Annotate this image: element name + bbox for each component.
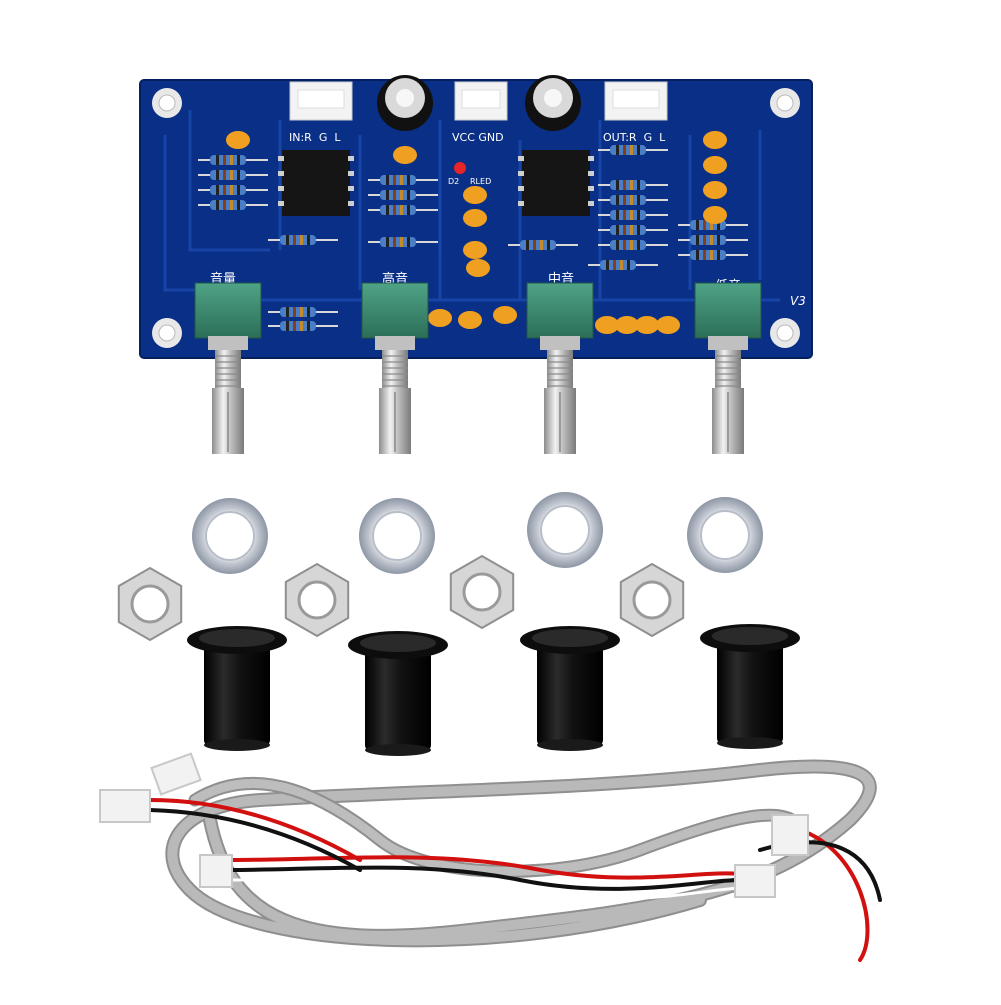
potentiometer-bass	[694, 282, 762, 454]
knob-cap	[348, 631, 448, 756]
resistor	[598, 210, 668, 220]
resistor	[198, 155, 268, 165]
washer	[527, 492, 603, 568]
hex-nut	[284, 562, 350, 638]
ceramic-capacitor	[656, 316, 680, 334]
knob-cap	[520, 626, 620, 751]
ceramic-capacitor	[635, 316, 659, 334]
output-connector	[604, 81, 668, 121]
ceramic-capacitor	[463, 186, 487, 204]
resistor	[198, 200, 268, 210]
resistor	[598, 195, 668, 205]
ceramic-capacitor	[703, 206, 727, 224]
pcb-board: IN:R G L VCC GND OUT:R G L V3 D2 RLED 音量…	[139, 75, 813, 454]
ceramic-capacitor	[226, 131, 250, 149]
led-indicator	[454, 162, 466, 174]
wire-harness	[99, 752, 882, 962]
hex-nut-set	[117, 554, 685, 642]
resistor	[198, 170, 268, 180]
ceramic-capacitor	[463, 241, 487, 259]
led-label: D2	[448, 177, 459, 186]
resistor	[368, 175, 438, 185]
power-connector	[454, 81, 508, 121]
resistor	[598, 225, 668, 235]
resistor	[588, 260, 658, 270]
power-label: VCC GND	[452, 131, 504, 144]
resistor	[268, 307, 338, 317]
op-amp-chip	[518, 150, 594, 216]
resistor	[368, 190, 438, 200]
resistor	[508, 240, 578, 250]
led-ref-label: RLED	[470, 177, 491, 186]
mounting-hole	[152, 88, 800, 348]
electrolytic-capacitor	[525, 75, 581, 131]
knob-cap	[700, 624, 800, 749]
washer	[687, 497, 763, 573]
washer	[359, 498, 435, 574]
ceramic-capacitor	[428, 309, 452, 327]
ceramic-capacitor	[493, 306, 517, 324]
ceramic-capacitor	[703, 131, 727, 149]
input-connector	[289, 81, 353, 121]
resistor	[598, 145, 668, 155]
resistor	[598, 240, 668, 250]
potentiometer-treble	[361, 282, 429, 454]
potentiometer-mid	[526, 282, 594, 454]
resistor	[678, 250, 748, 260]
knob-cap-set	[187, 624, 800, 756]
hex-nut	[619, 562, 685, 638]
op-amp-chip	[278, 150, 354, 216]
resistor	[598, 180, 668, 190]
resistor	[678, 235, 748, 245]
resistor	[268, 235, 338, 245]
ceramic-capacitor-array	[226, 131, 727, 334]
hex-nut	[449, 554, 515, 630]
output-label: OUT:R G L	[603, 131, 666, 144]
ceramic-capacitor	[703, 181, 727, 199]
resistor	[368, 237, 438, 247]
ceramic-capacitor	[458, 311, 482, 329]
ceramic-capacitor	[703, 156, 727, 174]
resistor	[268, 321, 338, 331]
ceramic-capacitor	[393, 146, 417, 164]
ceramic-capacitor	[615, 316, 639, 334]
ceramic-capacitor	[466, 259, 490, 277]
resistor-array	[198, 145, 748, 331]
resistor	[198, 185, 268, 195]
washer	[192, 498, 268, 574]
potentiometer-volume	[194, 282, 262, 454]
resistor	[368, 205, 438, 215]
hex-nut	[117, 566, 183, 642]
ceramic-capacitor	[595, 316, 619, 334]
knob-cap	[187, 626, 287, 751]
washer-set	[192, 492, 763, 574]
version-label: V3	[790, 294, 806, 308]
input-label: IN:R G L	[289, 131, 341, 144]
electrolytic-capacitor	[377, 75, 433, 131]
ceramic-capacitor	[463, 209, 487, 227]
